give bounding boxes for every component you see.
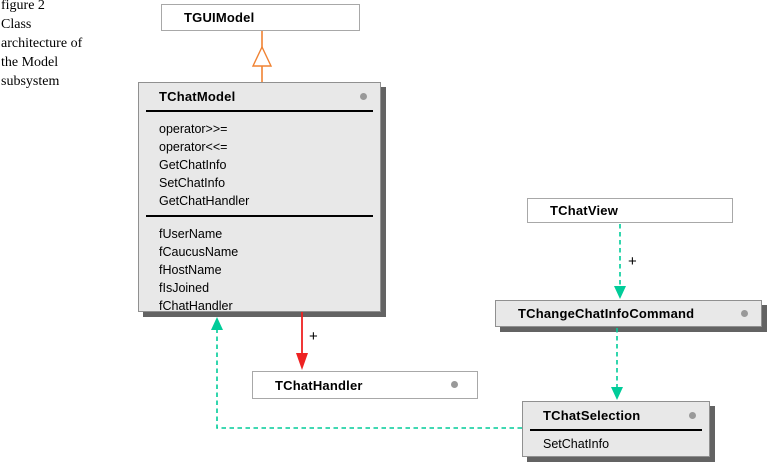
- class-title: TChatSelection: [543, 408, 641, 423]
- class-title-row: TGUIModel: [162, 5, 359, 30]
- class-title-row: TChatView: [528, 199, 732, 222]
- class-title: TChatHandler: [275, 377, 363, 393]
- class-method: operator<<=: [159, 140, 228, 154]
- class-box-tchangechatinfocommand[interactable]: TChangeChatInfoCommand: [495, 300, 762, 327]
- class-method: SetChatInfo: [543, 437, 610, 451]
- class-field: fChatHandler: [159, 299, 233, 313]
- class-box-tguimodel[interactable]: TGUIModel: [161, 4, 360, 31]
- class-title-row: TChangeChatInfoCommand: [496, 301, 761, 326]
- class-title: TGUIModel: [184, 10, 255, 25]
- class-box-tchathandler[interactable]: TChatHandler: [252, 371, 478, 399]
- class-field: fHostName: [159, 263, 222, 277]
- class-title: TChatView: [550, 203, 619, 218]
- class-box-tchatview[interactable]: TChatView: [527, 198, 733, 223]
- class-title-row: TChatModel: [139, 83, 380, 110]
- inheritance-connector-tchatmodel-to-tguimodel[interactable]: [251, 31, 273, 82]
- class-method: GetChatInfo: [159, 158, 227, 172]
- methods-compartment: SetChatInfo: [523, 431, 709, 455]
- class-title-row: TChatSelection: [523, 402, 709, 429]
- class-method: operator>>=: [159, 122, 228, 136]
- class-field: fCaucusName: [159, 245, 239, 259]
- dependency-connector-tchangechatinfocommand-to-tchatselection[interactable]: [611, 328, 623, 400]
- class-method: SetChatInfo: [159, 176, 226, 190]
- class-title: TChatModel: [159, 89, 236, 104]
- class-title-row: TChatHandler: [253, 372, 477, 398]
- compartment-divider: [530, 429, 702, 431]
- annotation-dot-icon: [689, 411, 696, 419]
- figure-caption: figure 2 Class architecture of the Model…: [1, 0, 83, 89]
- cardinality-label: +: [309, 328, 318, 345]
- class-title: TChangeChatInfoCommand: [518, 306, 695, 321]
- methods-compartment: operator>>= operator<<= GetChatInfo SetC…: [139, 112, 380, 215]
- annotation-dot-icon: [741, 309, 748, 317]
- fields-compartment: fUserName fCaucusName fHostName fIsJoine…: [139, 217, 380, 320]
- class-method: GetChatHandler: [159, 194, 250, 208]
- compartment-divider: [146, 215, 373, 217]
- composition-connector-tchatmodel-to-tchathandler[interactable]: [296, 312, 308, 370]
- class-field: fUserName: [159, 227, 223, 241]
- class-box-tchatselection[interactable]: TChatSelection SetChatInfo: [522, 401, 710, 457]
- class-box-tchatmodel[interactable]: TChatModel operator>>= operator<<= GetCh…: [138, 82, 381, 313]
- dependency-connector-tchatview-to-tchangechatinfocommand[interactable]: [614, 224, 626, 299]
- cardinality-label: +: [628, 253, 637, 270]
- compartment-divider: [146, 110, 373, 112]
- annotation-dot-icon: [360, 92, 367, 100]
- class-field: fIsJoined: [159, 281, 210, 295]
- annotation-dot-icon: [451, 381, 458, 388]
